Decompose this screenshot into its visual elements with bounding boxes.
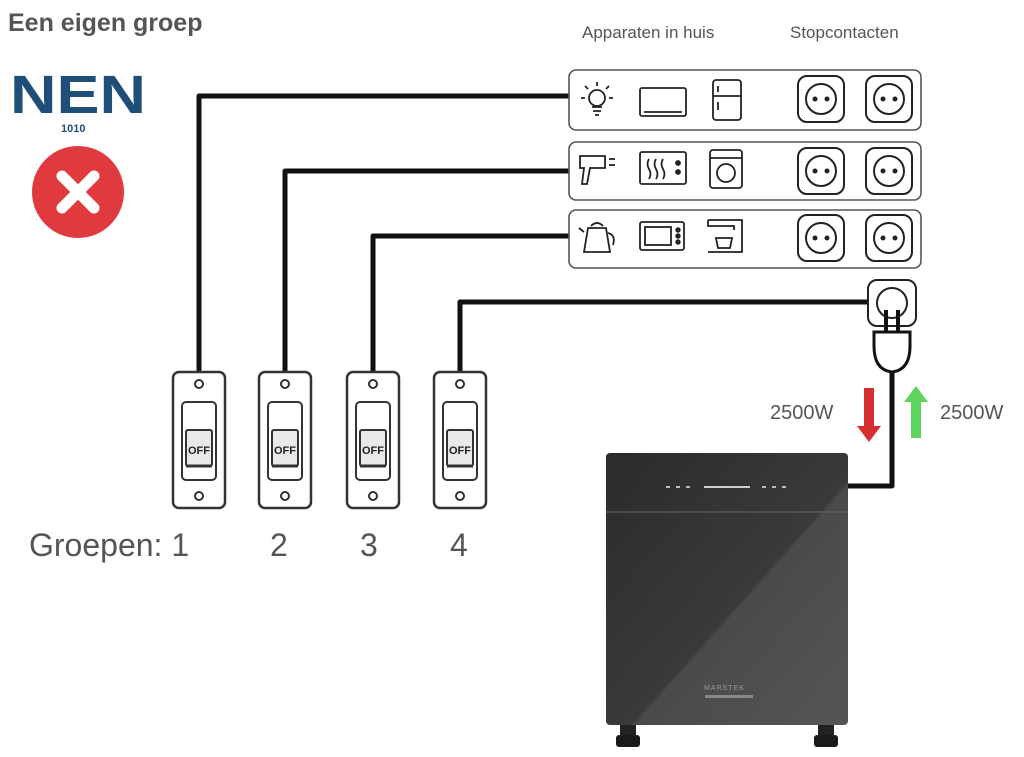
wire-group-4 (457, 299, 868, 372)
washing-machine-icon (709, 149, 743, 189)
coffee-machine-icon (707, 219, 743, 253)
circuit-breaker-3: OFF (345, 370, 401, 510)
circuit-breaker-4: OFF (432, 370, 488, 510)
breaker-state-label: OFF (449, 445, 471, 457)
group-number: 2 (270, 527, 288, 563)
breaker-state-label: OFF (362, 445, 384, 457)
breaker-state-label: OFF (188, 445, 210, 457)
circuit-breaker-1: OFF (171, 370, 227, 510)
socket-icon (865, 75, 913, 123)
wires (196, 93, 895, 489)
x-mark-icon (32, 146, 124, 238)
room-row-3 (568, 209, 922, 269)
battery-wheel (616, 725, 640, 747)
hairdryer-icon (579, 155, 615, 185)
socket-icon (797, 75, 845, 123)
circuit-breaker-2: OFF (257, 370, 313, 510)
socket-icon (797, 147, 845, 195)
room-row-1 (568, 69, 922, 131)
page-title: Een eigen groep (8, 9, 202, 37)
appliances-header: Apparaten in huis (582, 23, 714, 42)
battery-indicator-lights (666, 486, 786, 488)
socket-icon (865, 214, 913, 262)
wire-group-3 (370, 233, 569, 372)
heater-icon (639, 151, 687, 185)
battery-unit: MARSTEK (606, 453, 848, 747)
plug-icon (872, 310, 912, 374)
kettle-icon (578, 222, 615, 253)
room-row-2 (568, 141, 922, 201)
sockets-header: Stopcontacten (790, 23, 899, 42)
logo-name: NEN (10, 65, 146, 125)
group-number: 3 (360, 527, 378, 563)
arrow-up-icon (904, 386, 928, 438)
battery-brand: MARSTEK (704, 685, 745, 692)
groups-label: Groepen: 1 (29, 527, 189, 563)
battery-wheel (814, 725, 838, 747)
battery-cable (847, 372, 895, 489)
dedicated-socket-icon (867, 279, 917, 327)
breaker-panel: OFF OFF OFF OFF (171, 370, 488, 510)
lightbulb-icon (581, 82, 613, 116)
breaker-state-label: OFF (274, 445, 296, 457)
logo-sub: 1010 (61, 123, 85, 135)
arrow-down-icon (857, 388, 881, 442)
power-in-label: 2500W (770, 402, 833, 424)
nen-logo: NEN 1010 (10, 65, 146, 135)
tv-icon (639, 87, 687, 117)
socket-icon (797, 214, 845, 262)
power-out-label: 2500W (940, 402, 1003, 424)
fridge-icon (712, 79, 742, 121)
microwave-icon (639, 221, 685, 251)
group-number: 4 (450, 527, 468, 563)
wire-group-1 (196, 93, 569, 372)
wire-group-2 (282, 168, 569, 372)
socket-icon (865, 147, 913, 195)
